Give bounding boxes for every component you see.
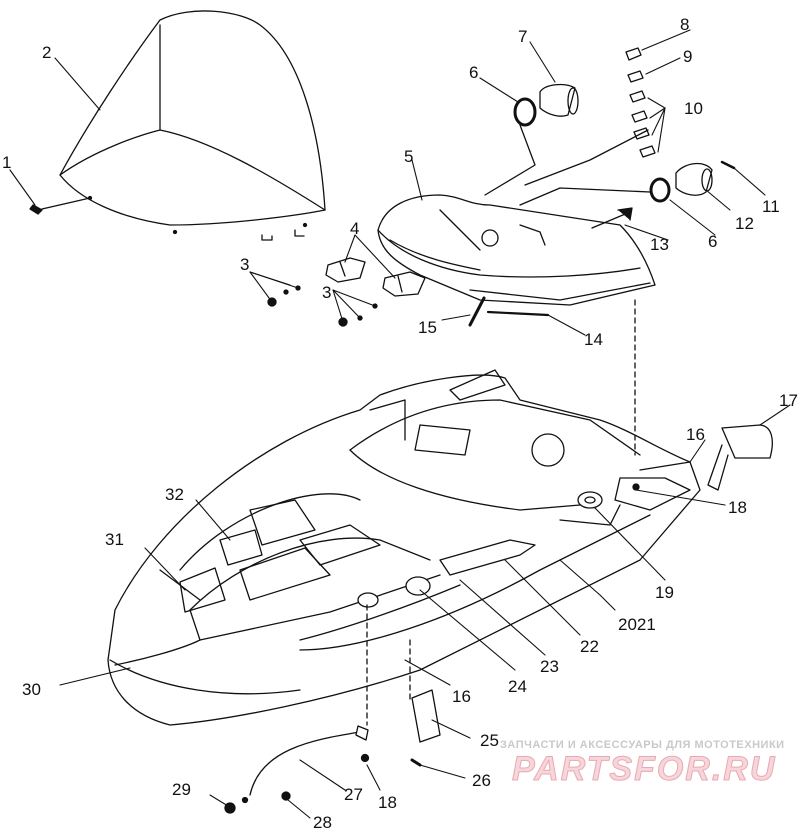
windshield: [59, 10, 326, 241]
watermark-tagline: ЗАПЧАСТИ И АКСЕССУАРЫ ДЛЯ МОТОТЕХНИКИ: [500, 739, 785, 751]
mirror: [707, 424, 773, 491]
knob: [357, 576, 431, 608]
callout-7: 7: [518, 27, 527, 46]
screw-18-lower: [360, 753, 370, 763]
callout-25: 25: [480, 731, 499, 750]
callout-labels: 1 2 3 3 4 5 6 6 7 8 9 10 11 12 13 14 15 …: [2, 15, 798, 832]
callout-4: 4: [350, 219, 359, 238]
leader-lines: [9, 29, 791, 819]
screw-18-top: [632, 483, 640, 491]
callout-22: 22: [580, 637, 599, 656]
callout-26: 26: [472, 771, 491, 790]
grommet: [577, 491, 603, 509]
callout-5: 5: [404, 147, 413, 166]
callout-6-right: 6: [708, 232, 717, 251]
callout-19: 19: [655, 583, 674, 602]
pin-11: [720, 160, 736, 170]
callout-17: 17: [779, 391, 798, 410]
wire-terminals: [625, 47, 656, 158]
tether-cable: [224, 725, 369, 814]
callout-15: 15: [418, 318, 437, 337]
callout-3-upper: 3: [240, 255, 249, 274]
screw-13: [591, 207, 633, 229]
callout-18-top: 18: [728, 498, 747, 517]
headlight-pod: [377, 194, 656, 306]
callout-13: 13: [650, 235, 669, 254]
callout-8: 8: [680, 15, 689, 34]
callout-6-top: 6: [469, 63, 478, 82]
callout-11: 11: [762, 197, 780, 216]
wiring: [484, 124, 651, 206]
hood: [107, 369, 701, 726]
watermark: ЗАПЧАСТИ И АКСЕССУАРЫ ДЛЯ МОТОТЕХНИКИ PA…: [500, 739, 785, 789]
callout-10: 10: [684, 99, 703, 118]
hood-vents: [179, 499, 381, 613]
lamp-socket-right: [649, 162, 713, 203]
strap: [468, 296, 550, 327]
callout-12: 12: [735, 214, 754, 233]
callout-30: 30: [22, 680, 41, 699]
callout-28: 28: [313, 813, 332, 830]
screw-1: [29, 197, 91, 215]
callout-3-lower: 3: [322, 283, 331, 302]
hood-latch: [410, 689, 441, 767]
callout-32: 32: [165, 485, 184, 504]
windshield-brackets: [325, 257, 426, 297]
watermark-logo: PARTSFOR.RU: [512, 750, 776, 788]
callout-23: 23: [540, 657, 559, 676]
callout-27: 27: [344, 785, 363, 804]
callout-31: 31: [105, 530, 124, 549]
callout-16-bottom: 16: [452, 687, 471, 706]
callout-14: 14: [584, 330, 603, 349]
callout-9: 9: [683, 47, 692, 66]
callout-24: 24: [508, 677, 527, 696]
callout-1: 1: [2, 153, 11, 172]
callout-2021: 2021: [618, 615, 656, 634]
lamp-socket-left: [513, 83, 579, 127]
callout-2: 2: [42, 43, 51, 62]
callout-29: 29: [172, 780, 191, 799]
callout-16-top: 16: [686, 425, 705, 444]
alignment-lines: [366, 299, 636, 726]
callout-18-bottom: 18: [378, 793, 397, 812]
